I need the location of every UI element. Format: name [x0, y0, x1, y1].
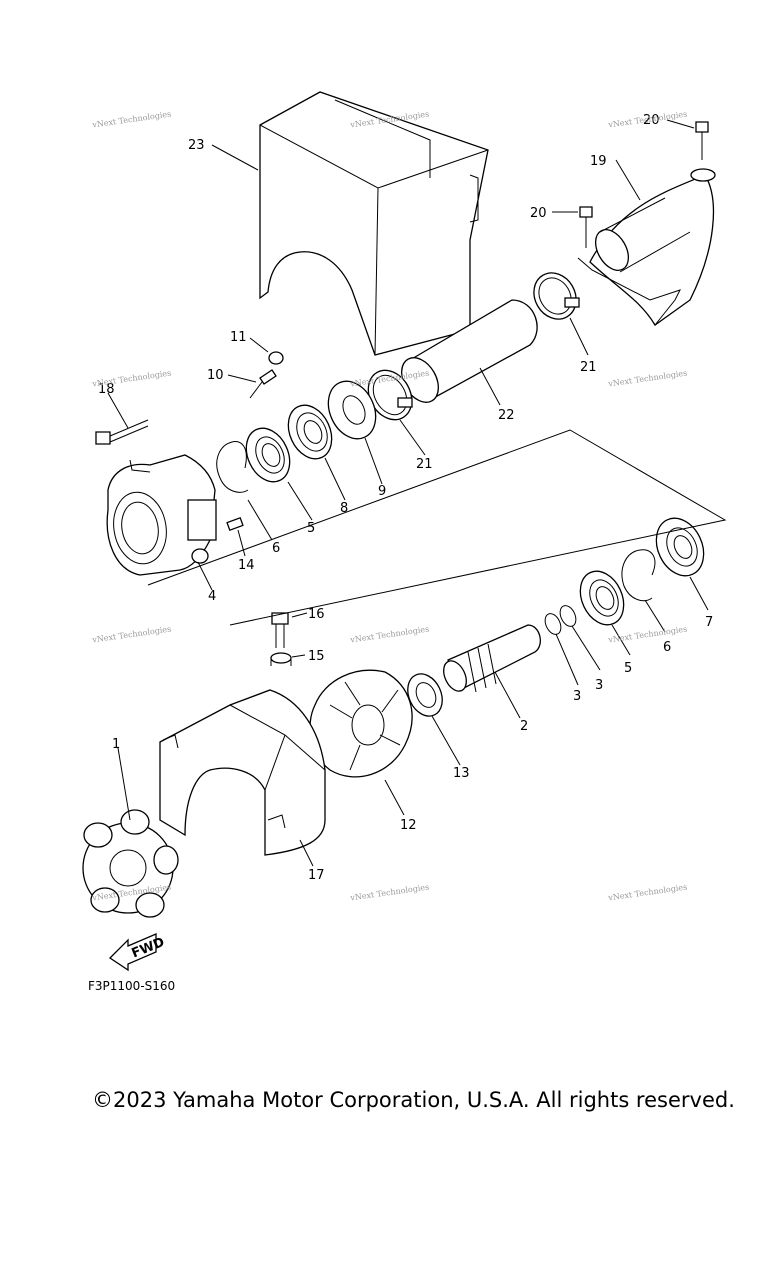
part-nozzle-19 — [577, 168, 716, 326]
callout-21-left: 21 — [416, 457, 433, 472]
callout-6-lower: 6 — [663, 640, 671, 655]
part-impeller-12 — [309, 669, 413, 778]
callout-15: 15 — [308, 649, 325, 664]
callout-3-right: 3 — [595, 678, 603, 693]
callout-18: 18 — [98, 382, 115, 397]
callout-20-top: 20 — [643, 113, 660, 128]
callout-3-left: 3 — [573, 689, 581, 704]
callout-16: 16 — [308, 607, 325, 622]
part-clamp-21b — [367, 369, 413, 421]
part-liner-17 — [159, 689, 326, 856]
parts-diagram: FWD 23 20 19 20 — [82, 91, 727, 972]
callout-22: 22 — [498, 408, 515, 423]
part-cover-23 — [259, 91, 489, 356]
part-circlip-6b — [621, 549, 656, 602]
fwd-arrow-icon: FWD — [108, 933, 167, 972]
part-bearing-5a — [245, 427, 291, 483]
callout-23: 23 — [188, 138, 205, 153]
part-housing-4 — [106, 454, 217, 576]
copyright-notice: ©2023 Yamaha Motor Corporation, U.S.A. A… — [92, 1088, 735, 1112]
callout-17: 17 — [308, 868, 325, 883]
callout-8: 8 — [340, 501, 348, 516]
callout-labels: 23 20 19 20 21 11 10 18 22 21 9 8 5 6 14… — [98, 113, 713, 883]
part-oring-3b — [544, 613, 562, 635]
part-bolt-18 — [95, 419, 149, 445]
callout-6-upper: 6 — [272, 541, 280, 556]
assembly-outline — [147, 429, 727, 626]
callout-1: 1 — [112, 737, 120, 752]
callout-20-mid: 20 — [530, 206, 547, 221]
callout-11: 11 — [230, 330, 247, 345]
part-bolt-20b — [579, 206, 593, 248]
callout-10: 10 — [207, 368, 224, 383]
leader-lines — [107, 119, 709, 867]
part-circlip-6a — [216, 441, 249, 493]
part-ring-9 — [327, 380, 377, 440]
part-bolt-20a — [695, 121, 709, 160]
figure-code: F3P1100-S160 — [88, 979, 176, 993]
callout-5-upper: 5 — [307, 521, 315, 536]
callout-4: 4 — [208, 589, 216, 604]
part-pin-14 — [226, 517, 244, 531]
part-bolt-16 — [271, 612, 289, 648]
callout-19: 19 — [590, 154, 607, 169]
part-cap-11 — [268, 351, 284, 365]
part-clamp-21a — [533, 272, 580, 320]
callout-2: 2 — [520, 719, 528, 734]
part-hose-22 — [401, 299, 538, 403]
callout-13: 13 — [453, 766, 470, 781]
part-collar-15 — [270, 652, 292, 666]
part-oring-3a — [559, 605, 577, 627]
part-seal-8 — [287, 404, 333, 460]
callout-21-right: 21 — [580, 360, 597, 375]
callout-7: 7 — [705, 615, 713, 630]
part-shaft-2 — [443, 624, 541, 693]
part-bearing-7 — [655, 517, 705, 577]
part-bearing-5b — [579, 570, 625, 626]
callout-5-lower: 5 — [624, 661, 632, 676]
callout-9: 9 — [378, 484, 386, 499]
callout-12: 12 — [400, 818, 417, 833]
callout-14: 14 — [238, 558, 255, 573]
part-nipple-10 — [249, 369, 277, 399]
part-coupler-1 — [82, 809, 179, 918]
